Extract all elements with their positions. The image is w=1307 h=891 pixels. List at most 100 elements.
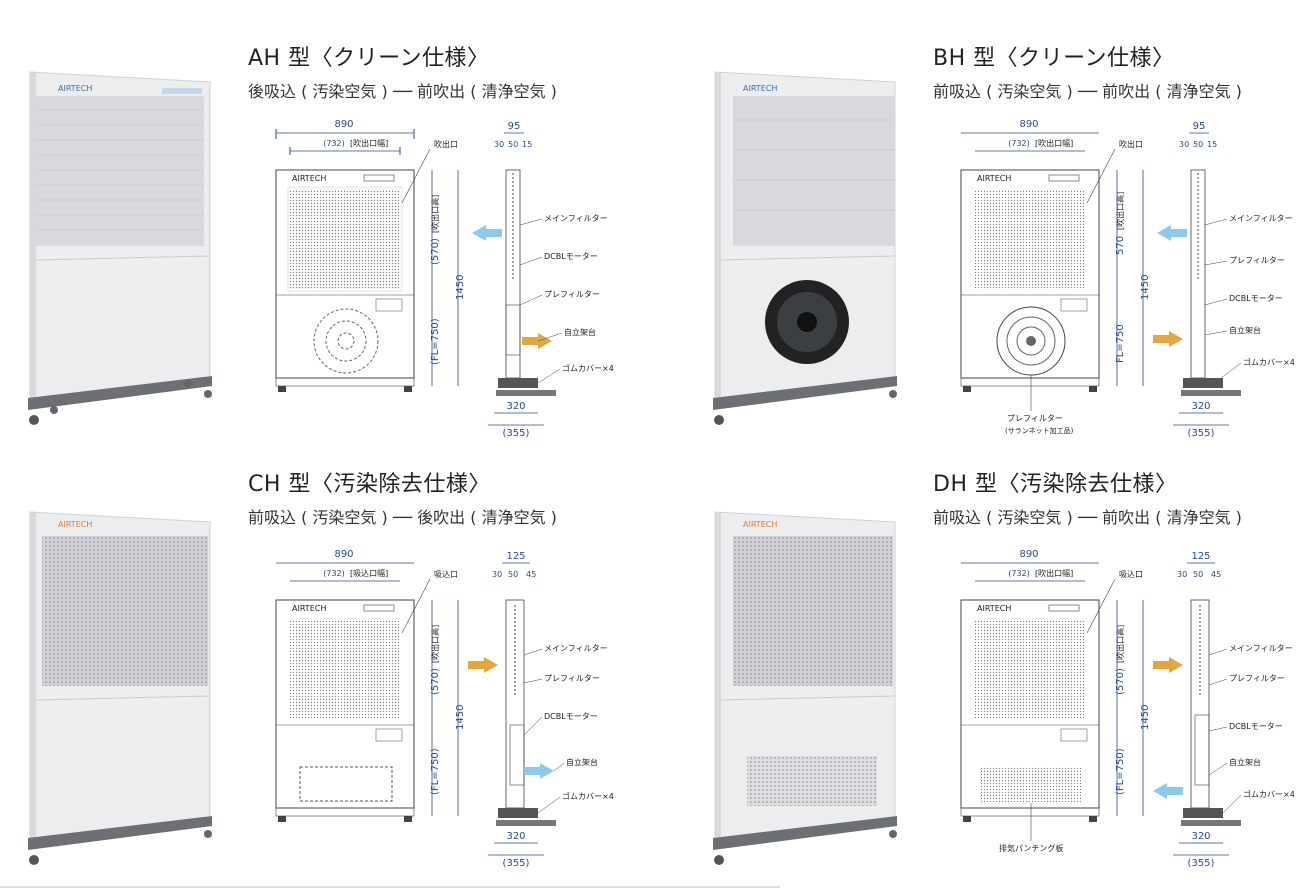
front-brand-dh: AIRTECH <box>977 604 1011 613</box>
dim-d1-dh: 30 <box>1177 570 1187 579</box>
drawing-ah: 890 (732) [吹出口幅] AIRTECH 吹出口 (570) [吹出口高… <box>275 119 614 439</box>
dim-d3-ch: 45 <box>526 570 536 579</box>
dim-opening-label-dh: [吹出口幅] <box>1035 568 1073 578</box>
panel-subtitle-bh: 前吸込 ( 汚染空気 ) ── 前吹出 ( 清浄空気 ) <box>933 82 1242 101</box>
label-rubber-dh: ゴムカバー×4 <box>1243 789 1295 799</box>
product-photo-ch <box>28 511 212 865</box>
label-bottom-filter-note-bh: (サランネット加工品) <box>1005 426 1074 435</box>
label-main-filter-ah: メインフィルター <box>544 214 608 223</box>
label-bottom-filter-bh: プレフィルター <box>1007 414 1063 423</box>
label-stand-bh: 自立架台 <box>1229 325 1261 335</box>
dim-htop-label-bh: [吹出口高] <box>1115 192 1125 230</box>
label-motor-dh: DCBLモーター <box>1229 722 1283 731</box>
dim-htop-label-dh: [吹出口高] <box>1115 625 1125 663</box>
drawing-ch: 890 (732) [吸込口幅] AIRTECH 吸込口 (570) [吹出口高… <box>275 549 614 869</box>
arrow-in-dh <box>1153 657 1183 673</box>
brand-label-ch: AIRTECH <box>58 520 93 529</box>
arrow-out-dh <box>1153 783 1183 799</box>
dim-opening-bh: (732) <box>1008 139 1030 148</box>
dim-base-ch: 320 <box>506 831 525 842</box>
label-main-filter-bh: メインフィルター <box>1229 214 1293 223</box>
label-rubber-ah: ゴムカバー×4 <box>562 363 614 373</box>
dim-fl-ah: (FL=750) <box>430 318 441 365</box>
dim-height-ah: 1450 <box>455 275 466 300</box>
product-photo-bh <box>713 71 897 425</box>
label-motor-bh: DCBLモーター <box>1229 294 1283 303</box>
drawing-bh: 890 (732) [吹出口幅] AIRTECH 吹出口 プレフィルター (サラ… <box>960 119 1295 439</box>
label-motor-ah: DCBLモーター <box>544 252 598 261</box>
label-prefilter-bh: プレフィルター <box>1229 256 1285 265</box>
drawing-dh: 890 (732) [吹出口幅] AIRTECH 吸込口 排気パンチング板 (5… <box>960 549 1295 869</box>
arrow-out-ah <box>472 225 502 241</box>
dim-base2-bh: (355) <box>1188 428 1215 439</box>
label-prefilter-ch: プレフィルター <box>544 674 600 683</box>
panel-title-ch: CH 型〈汚染除去仕様〉 <box>248 472 491 497</box>
dim-base2-dh: (355) <box>1188 858 1215 869</box>
dim-d3-dh: 45 <box>1211 570 1221 579</box>
panel-ch: AIRTECH CH 型〈汚染除去仕様〉 前吸込 ( 汚染空気 ) ── 後吹出… <box>0 440 640 870</box>
panel-ah: AIRTECH AH 型〈クリーン仕様〉 後吸込 ( 汚染空気 ) ── 前吹出… <box>0 0 640 439</box>
dim-d1-bh: 30 <box>1179 140 1189 149</box>
panel-title-ah: AH 型〈クリーン仕様〉 <box>248 46 490 71</box>
label-rubber-ch: ゴムカバー×4 <box>562 791 614 801</box>
front-brand-ch: AIRTECH <box>292 604 326 613</box>
label-rubber-bh: ゴムカバー×4 <box>1243 357 1295 367</box>
dim-depth-ch: 125 <box>506 551 525 562</box>
dim-d1-ah: 30 <box>494 140 504 149</box>
label-prefilter-ah: プレフィルター <box>544 290 600 299</box>
label-stand-ah: 自立架台 <box>564 327 596 337</box>
dim-depth-dh: 125 <box>1191 551 1210 562</box>
dim-fl-ch: (FL=750) <box>430 748 441 795</box>
dim-opening-dh: (732) <box>1008 569 1030 578</box>
dim-d2-ch: 50 <box>508 570 518 579</box>
label-outlet-ch: 吸込口 <box>434 570 458 579</box>
dim-depth-bh: 95 <box>1193 121 1206 132</box>
panel-title-bh: BH 型〈クリーン仕様〉 <box>933 46 1175 71</box>
dim-height-bh: 1450 <box>1140 275 1151 300</box>
footer-divider <box>0 886 780 888</box>
dim-opening-label-ch: [吸込口幅] <box>350 568 388 578</box>
dim-htop-ah: (570) <box>430 238 441 265</box>
arrow-in-bh <box>1153 331 1183 347</box>
dim-d2-dh: 50 <box>1193 570 1203 579</box>
dim-fl-bh: FL=750 <box>1115 324 1126 363</box>
dim-fl-dh: (FL=750) <box>1115 748 1126 795</box>
dim-height-ch: 1450 <box>455 705 466 730</box>
dim-width-dh: 890 <box>1019 549 1038 560</box>
panel-subtitle-ch: 前吸込 ( 汚染空気 ) ── 後吹出 ( 清浄空気 ) <box>248 508 557 527</box>
dim-width-ah: 890 <box>334 119 353 130</box>
dim-depth-ah: 95 <box>508 121 521 132</box>
dim-d3-bh: 15 <box>1207 140 1217 149</box>
label-motor-ch: DCBLモーター <box>544 712 598 721</box>
dim-height-dh: 1450 <box>1140 705 1151 730</box>
label-outlet-bh: 吹出口 <box>1119 139 1143 149</box>
dim-opening-label-bh: [吹出口幅] <box>1035 138 1073 148</box>
panel-subtitle-ah: 後吸込 ( 汚染空気 ) ── 前吹出 ( 清浄空気 ) <box>248 82 557 101</box>
front-brand-ah: AIRTECH <box>292 174 326 183</box>
brand-label-bh: AIRTECH <box>743 84 778 93</box>
dim-d2-ah: 50 <box>508 140 518 149</box>
label-main-filter-dh: メインフィルター <box>1229 644 1293 653</box>
dim-opening-ah: (732) <box>323 139 345 148</box>
brand-label-dh: AIRTECH <box>743 520 778 529</box>
dim-htop-bh: 570 <box>1115 236 1126 255</box>
brand-label-ah: AIRTECH <box>58 84 93 93</box>
panel-bh: AIRTECH BH 型〈クリーン仕様〉 前吸込 ( 汚染空気 ) ── 前吹出… <box>685 0 1307 439</box>
label-stand-ch: 自立架台 <box>566 757 598 767</box>
arrow-in-ah <box>522 333 552 349</box>
dim-htop-ch: (570) <box>430 668 441 695</box>
label-outlet-dh: 吸込口 <box>1119 570 1143 579</box>
panel-title-dh: DH 型〈汚染除去仕様〉 <box>933 472 1178 497</box>
label-stand-dh: 自立架台 <box>1229 757 1261 767</box>
panel-subtitle-dh: 前吸込 ( 汚染空気 ) ── 前吹出 ( 清浄空気 ) <box>933 508 1242 527</box>
panel-dh: AIRTECH DH 型〈汚染除去仕様〉 前吸込 ( 汚染空気 ) ── 前吹出… <box>685 440 1307 870</box>
dim-d3-ah: 15 <box>522 140 532 149</box>
dim-opening-label-ah: [吹出口幅] <box>350 138 388 148</box>
label-bottom-plate-dh: 排気パンチング板 <box>999 843 1063 853</box>
dim-d1-ch: 30 <box>492 570 502 579</box>
label-prefilter-dh: プレフィルター <box>1229 674 1285 683</box>
dim-base2-ah: (355) <box>503 428 530 439</box>
label-main-filter-ch: メインフィルター <box>544 644 608 653</box>
arrow-in-ch <box>468 657 498 673</box>
dim-htop-label-ah: [吹出口高] <box>430 195 440 233</box>
